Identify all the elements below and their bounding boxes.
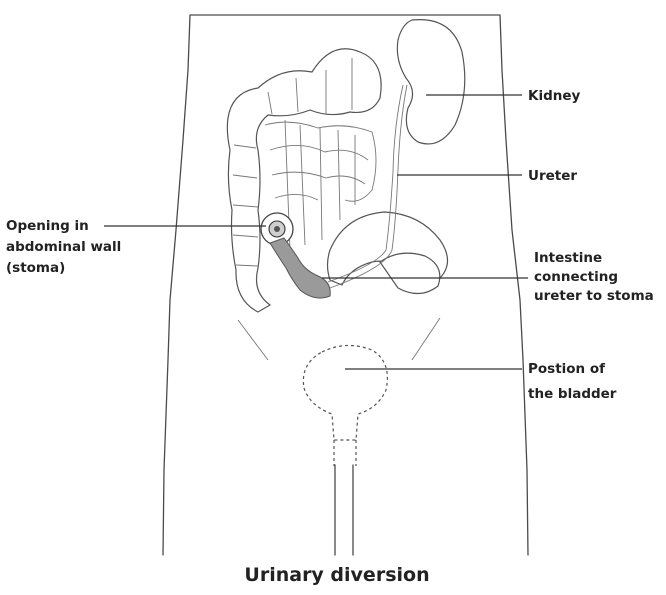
- bladder-outline: [303, 345, 387, 440]
- kidney-label: Kidney: [528, 88, 581, 104]
- kidney-organ: [397, 20, 464, 144]
- leg-divider: [335, 465, 353, 555]
- hip-crease-left: [238, 320, 268, 360]
- ileal-conduit: [270, 238, 330, 298]
- hip-crease-right: [412, 318, 440, 360]
- intestine-label-line2: connecting: [534, 269, 618, 285]
- urethra-outline: [334, 440, 356, 466]
- stoma-label-line2: abdominal wall: [6, 239, 121, 255]
- stoma-label-line3: (stoma): [6, 260, 65, 276]
- bladder-label-line1: Postion of: [528, 361, 605, 377]
- bladder-label-line2: the bladder: [528, 386, 617, 402]
- intestine-lower: [380, 253, 440, 293]
- intestine-label-line1: Intestine: [534, 250, 602, 266]
- ureter-label: Ureter: [528, 168, 577, 184]
- intestine-label-line3: ureter to stoma: [534, 288, 654, 304]
- stoma-label-line1: Opening in: [6, 218, 89, 234]
- stoma-center: [274, 226, 280, 232]
- diagram-caption: Urinary diversion: [244, 564, 429, 586]
